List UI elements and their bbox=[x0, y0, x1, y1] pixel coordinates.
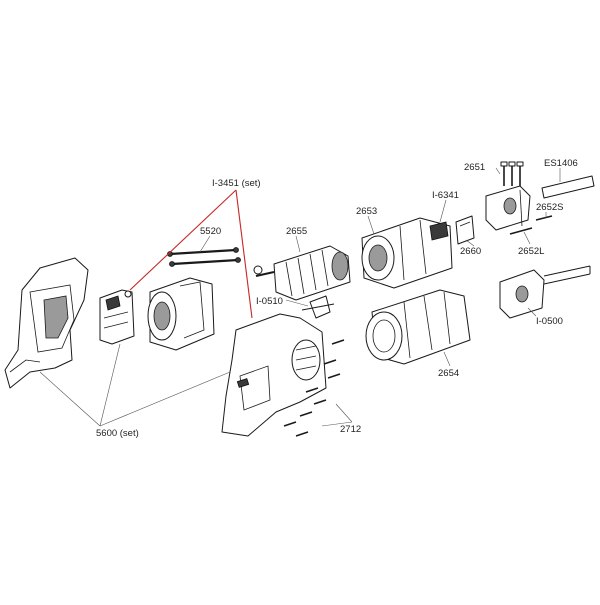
right-housing-half bbox=[221, 313, 327, 437]
screws-2651 bbox=[500, 161, 524, 186]
label-i3451: I-3451 (set) bbox=[212, 178, 261, 189]
switch-assembly bbox=[99, 289, 135, 345]
label-5520: 5520 bbox=[200, 226, 221, 237]
blade-clamp bbox=[485, 185, 531, 231]
label-5600: 5600 (set) bbox=[96, 428, 139, 439]
brush-holder bbox=[301, 295, 335, 319]
label-2652l: 2652L bbox=[518, 246, 544, 257]
guide-plate bbox=[455, 215, 475, 245]
label-i0510: I-0510 bbox=[256, 296, 283, 307]
brush-pair bbox=[167, 247, 241, 267]
label-2652s: 2652S bbox=[536, 202, 563, 213]
screws-2712 bbox=[283, 339, 345, 437]
label-2655: 2655 bbox=[286, 226, 307, 237]
label-i0500: I-0500 bbox=[536, 316, 563, 327]
left-housing-half bbox=[4, 257, 89, 389]
label-2712: 2712 bbox=[340, 424, 361, 435]
motor-stator bbox=[147, 277, 215, 351]
blade-es1406 bbox=[541, 175, 595, 199]
pins-2652 bbox=[509, 215, 553, 235]
label-2651: 2651 bbox=[464, 162, 485, 173]
set-bracket-i3451 bbox=[129, 189, 253, 319]
label-i6341: I-6341 bbox=[432, 190, 459, 201]
label-2654: 2654 bbox=[438, 368, 459, 379]
gear-housing bbox=[361, 217, 453, 289]
label-2653: 2653 bbox=[356, 206, 377, 217]
clamp-assembly-i0500 bbox=[499, 265, 591, 319]
leader-lines bbox=[39, 167, 561, 427]
armature bbox=[253, 245, 351, 301]
label-es1406: ES1406 bbox=[544, 158, 578, 169]
front-boot bbox=[365, 289, 471, 365]
label-2660: 2660 bbox=[460, 246, 481, 257]
part-labels: I-3451 (set) 5520 2655 2653 I-6341 2651 … bbox=[96, 158, 578, 439]
